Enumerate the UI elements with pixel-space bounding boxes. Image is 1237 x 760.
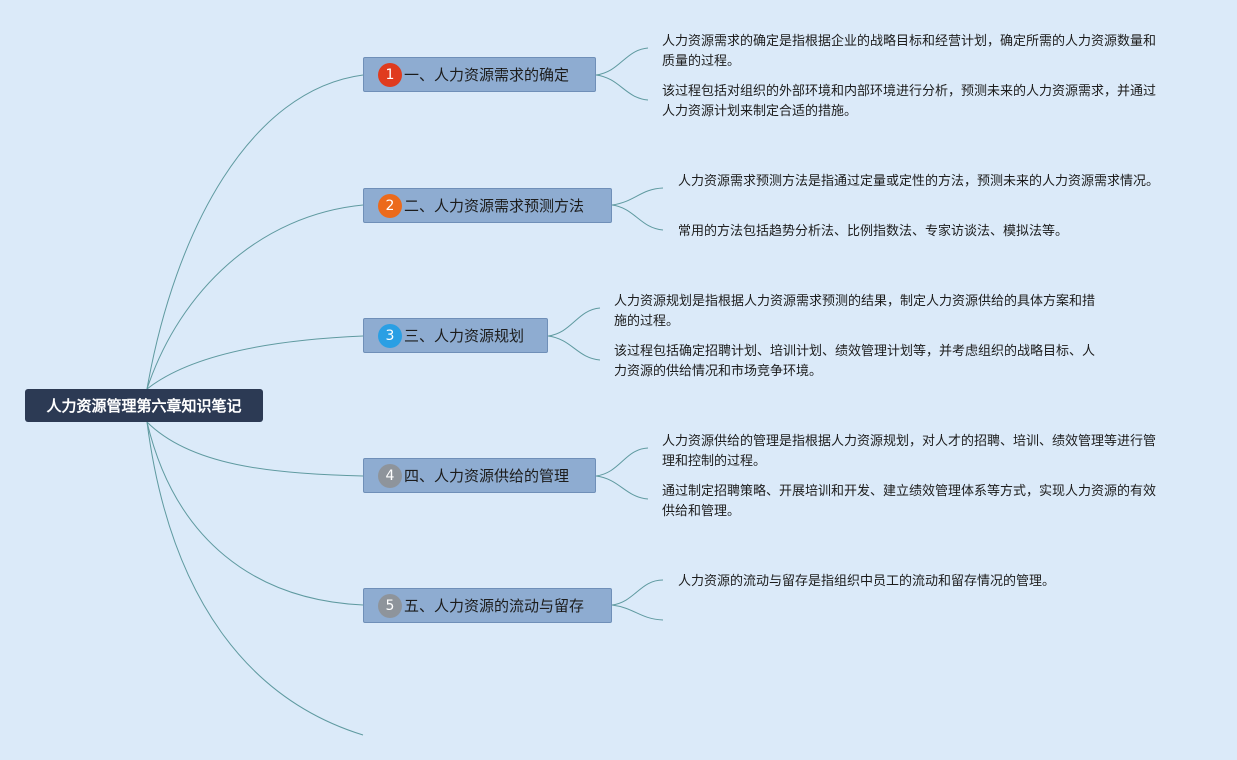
topic-4-label: 四、人力资源供给的管理 (404, 467, 570, 485)
connector-root-extra (146, 421, 364, 736)
topic-5[interactable]: 5 五、人力资源的流动与留存 (363, 588, 612, 623)
connector-topic-3-note-2 (547, 335, 601, 361)
topic-3-label: 三、人力资源规划 (404, 327, 525, 345)
connector-topic-4-note-2 (595, 475, 649, 500)
topic-5-note-1[interactable]: 人力资源的流动与留存是指组织中员工的流动和留存情况的管理。 (678, 574, 1056, 589)
topic-3-note-2[interactable]: 该过程包括确定招聘计划、培训计划、绩效管理计划等，并考虑组织的战略目标、人力资源… (614, 344, 1096, 379)
connector-topic-1-note-1 (595, 47, 649, 76)
topic-1[interactable]: 1 一、人力资源需求的确定 (363, 57, 596, 92)
topic-4-note-2[interactable]: 通过制定招聘策略、开展培训和开发、建立绩效管理体系等方式，实现人力资源的有效供给… (662, 484, 1157, 519)
connector-root-topic-3 (146, 335, 364, 390)
connector-root-topic-1 (146, 74, 364, 390)
root-topic[interactable]: 人力资源管理第六章知识笔记 (25, 389, 263, 422)
connector-topic-5-note-2 (611, 604, 664, 621)
number-2-icon: 2 (378, 193, 402, 218)
connector-topic-5-note-1 (611, 579, 664, 606)
topic-2-label: 二、人力资源需求预测方法 (404, 197, 585, 215)
topic-2[interactable]: 2 二、人力资源需求预测方法 (363, 188, 612, 223)
root-topic-label: 人力资源管理第六章知识笔记 (46, 397, 242, 415)
topic-4[interactable]: 4 四、人力资源供给的管理 (363, 458, 596, 493)
topic-2-note-1[interactable]: 人力资源需求预测方法是指通过定量或定性的方法，预测未来的人力资源需求情况。 (678, 174, 1160, 189)
number-4-icon: 4 (378, 463, 402, 488)
topic-2-note-2[interactable]: 常用的方法包括趋势分析法、比例指数法、专家访谈法、模拟法等。 (678, 224, 1069, 239)
number-3-icon: 3 (378, 323, 402, 348)
topic-3-note-1[interactable]: 人力资源规划是指根据人力资源需求预测的结果，制定人力资源供给的具体方案和措施的过… (614, 294, 1096, 329)
topic-1-note-1[interactable]: 人力资源需求的确定是指根据企业的战略目标和经营计划，确定所需的人力资源数量和质量… (662, 34, 1157, 69)
connector-topic-3-note-1 (547, 307, 601, 337)
topic-1-label: 一、人力资源需求的确定 (404, 66, 570, 84)
connector-root-topic-5 (146, 421, 364, 606)
connector-topic-2-note-2 (611, 204, 664, 231)
connector-topic-2-note-1 (611, 187, 664, 206)
topic-5-label: 五、人力资源的流动与留存 (404, 597, 585, 615)
number-5-icon: 5 (378, 593, 402, 618)
connector-root-topic-2 (146, 204, 364, 390)
topic-3[interactable]: 3 三、人力资源规划 (363, 318, 548, 353)
connector-topic-1-note-2 (595, 74, 649, 101)
connector-topic-4-note-1 (595, 447, 649, 477)
topic-4-note-1[interactable]: 人力资源供给的管理是指根据人力资源规划，对人才的招聘、培训、绩效管理等进行管理和… (662, 434, 1157, 469)
topic-1-note-2[interactable]: 该过程包括对组织的外部环境和内部环境进行分析，预测未来的人力资源需求，并通过人力… (662, 84, 1157, 119)
number-1-icon: 1 (378, 62, 402, 87)
connector-root-topic-4 (146, 421, 364, 477)
